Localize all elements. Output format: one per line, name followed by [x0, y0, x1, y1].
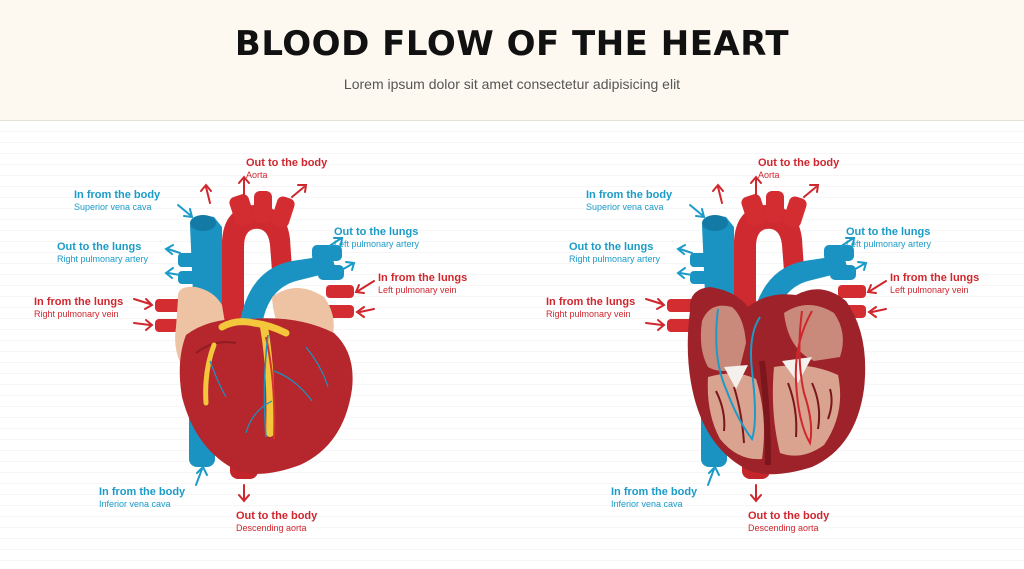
label-inferior-vena-cava: In from the body Inferior vena cava: [99, 486, 185, 509]
label-descending-aorta: Out to the body Descending aorta: [236, 510, 317, 533]
label-right-pulmonary-artery: Out to the lungs Right pulmonary artery: [57, 241, 148, 264]
page-subtitle: Lorem ipsum dolor sit amet consectetur a…: [343, 76, 681, 92]
label-rpa-sub: Right pulmonary artery: [57, 253, 149, 264]
label-right-pulmonary-vein: In from the lungs Right pulmonary vein: [34, 296, 123, 319]
label-superior-vena-cava: In from the body Superior vena cava: [586, 189, 672, 212]
label-left-pulmonary-artery: Out to the lungs Left pulmonary artery: [334, 226, 419, 249]
label-svc-main: In from the body: [586, 189, 673, 201]
label-lpv-sub: Left pulmonary vein: [378, 284, 457, 295]
label-da-main: Out to the body: [236, 510, 318, 522]
label-ivc-sub: Inferior vena cava: [99, 498, 171, 509]
label-da-sub: Descending aorta: [236, 522, 307, 533]
label-aorta-main: Out to the body: [758, 157, 840, 169]
heart-section: [687, 287, 866, 475]
label-superior-vena-cava: In from the body Superior vena cava: [74, 189, 160, 212]
label-rpv-main: In from the lungs: [34, 296, 124, 308]
coronary-fat-and-vessels: [203, 318, 329, 440]
label-lpv-sub: Left pulmonary vein: [890, 284, 969, 295]
label-da-sub: Descending aorta: [748, 522, 819, 533]
label-descending-aorta: Out to the body Descending aorta: [748, 510, 829, 533]
label-aorta: Out to the body Aorta: [758, 157, 839, 180]
label-rpv-sub: Right pulmonary vein: [34, 308, 119, 319]
label-aorta: Out to the body Aorta: [246, 157, 327, 180]
internal-flow-paths: [715, 308, 813, 446]
label-ivc-main: In from the body: [99, 486, 186, 498]
flow-arrows: [133, 175, 375, 503]
label-rpv-main: In from the lungs: [546, 296, 636, 308]
label-lpa-main: Out to the lungs: [846, 226, 931, 238]
exterior-heart-panel: Out to the body Aorta In from the body S…: [0, 121, 512, 569]
cross-section-heart-panel: Out to the body Aorta In from the body S…: [512, 121, 1024, 569]
label-ivc-sub: Inferior vena cava: [611, 498, 683, 509]
label-da-main: Out to the body: [748, 510, 830, 522]
label-svc-sub: Superior vena cava: [74, 201, 152, 212]
label-lpa-sub: Left pulmonary artery: [334, 238, 420, 249]
flow-arrows: [645, 175, 887, 503]
label-right-pulmonary-artery: Out to the lungs Right pulmonary artery: [569, 241, 660, 264]
heart-exterior-illustration: [133, 175, 375, 503]
aortic-arch: [222, 191, 295, 353]
label-rpa-sub: Right pulmonary artery: [569, 253, 661, 264]
label-aorta-sub: Aorta: [758, 169, 780, 180]
label-svc-main: In from the body: [74, 189, 161, 201]
label-lpv-main: In from the lungs: [890, 272, 980, 284]
label-aorta-sub: Aorta: [246, 169, 268, 180]
label-lpv-main: In from the lungs: [378, 272, 468, 284]
label-rpv-sub: Right pulmonary vein: [546, 308, 631, 319]
label-left-pulmonary-vein: In from the lungs Left pulmonary vein: [890, 272, 979, 295]
page-title: BLOOD FLOW OF THE HEART: [234, 24, 790, 64]
heart-cross-section-illustration: [645, 175, 887, 503]
label-lpa-sub: Left pulmonary artery: [846, 238, 932, 249]
label-left-pulmonary-vein: In from the lungs Left pulmonary vein: [378, 272, 467, 295]
label-svc-sub: Superior vena cava: [586, 201, 664, 212]
label-left-pulmonary-artery: Out to the lungs Left pulmonary artery: [846, 226, 931, 249]
label-lpa-main: Out to the lungs: [334, 226, 419, 238]
label-ivc-main: In from the body: [611, 486, 698, 498]
label-aorta-main: Out to the body: [246, 157, 328, 169]
header-band: BLOOD FLOW OF THE HEART Lorem ipsum dolo…: [0, 0, 1024, 121]
label-rpa-main: Out to the lungs: [57, 241, 142, 253]
pulmonary-trunk: [240, 245, 344, 325]
label-rpa-main: Out to the lungs: [569, 241, 654, 253]
label-right-pulmonary-vein: In from the lungs Right pulmonary vein: [546, 296, 635, 319]
label-inferior-vena-cava: In from the body Inferior vena cava: [611, 486, 697, 509]
